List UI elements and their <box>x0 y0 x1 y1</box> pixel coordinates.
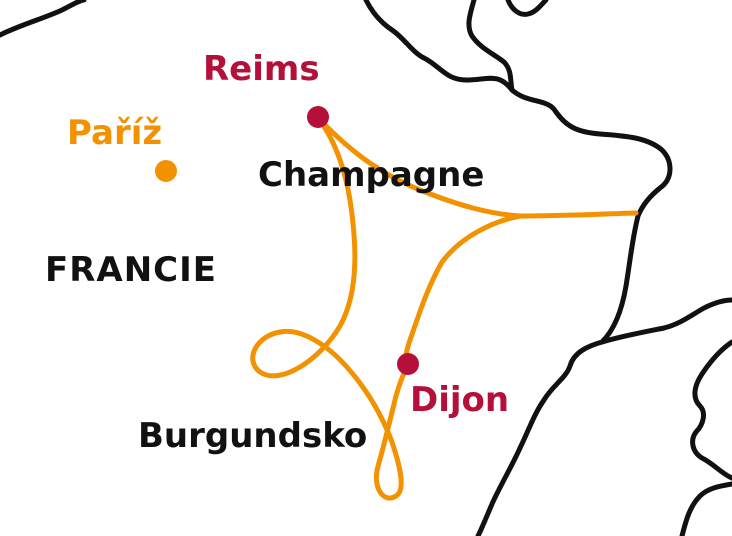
border-switzerland-east <box>599 297 732 345</box>
dijon-label: Dijon <box>410 380 510 420</box>
reims-marker <box>307 106 329 128</box>
francie-label: FRANCIE <box>45 250 218 290</box>
route <box>250 115 639 501</box>
pariz-label: Paříž <box>67 113 163 153</box>
reims-label: Reims <box>203 49 320 89</box>
border-italy <box>679 481 732 536</box>
route-east-dijon <box>403 213 523 369</box>
route-reims-east <box>315 115 639 219</box>
route-reims-burgundy-loop <box>250 115 411 501</box>
burgundsko-label: Burgundsko <box>138 416 368 456</box>
pariz-marker <box>155 160 177 182</box>
border-belgium-germany <box>363 0 673 345</box>
champagne-label: Champagne <box>258 155 485 195</box>
border-germany-north <box>505 0 549 17</box>
border-luxembourg <box>466 0 515 93</box>
border-northwest-coast <box>0 0 87 38</box>
border-lake-geneva <box>690 339 732 481</box>
border-switzerland <box>475 339 605 536</box>
dijon-marker <box>397 353 419 375</box>
